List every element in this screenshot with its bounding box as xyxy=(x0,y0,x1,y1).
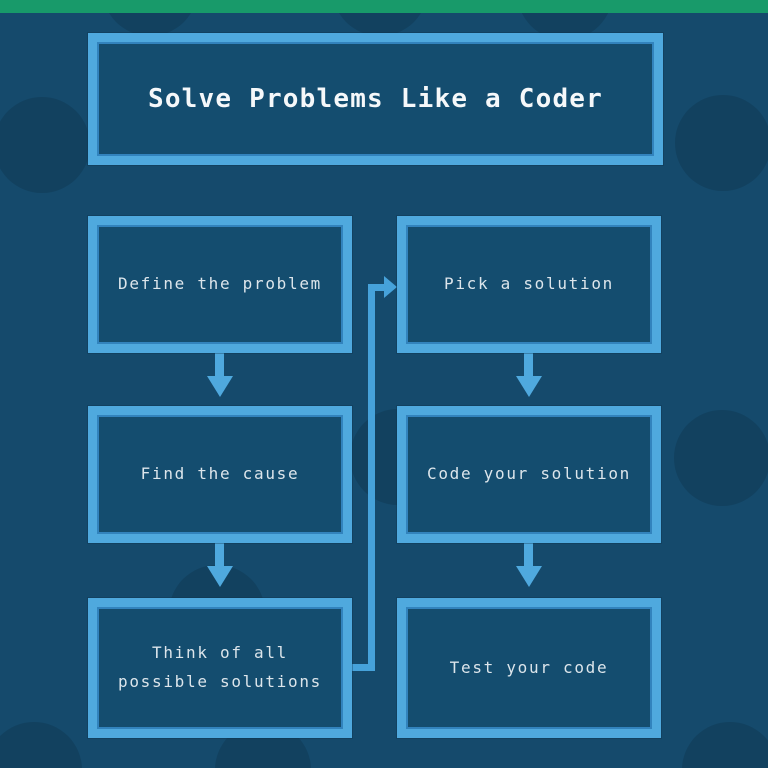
flow-box-label: Test your code xyxy=(449,657,609,677)
background-dot xyxy=(0,722,82,768)
down-arrow-stem xyxy=(524,353,533,377)
flow-box-label: Think of all possible solutions xyxy=(118,643,322,691)
down-arrow-head xyxy=(206,376,233,397)
title-box: Solve Problems Like a Coder xyxy=(88,33,663,165)
flow-box-code-your-solution: Code your solution xyxy=(397,406,661,543)
background-dot xyxy=(0,97,90,193)
down-arrow-head xyxy=(206,566,233,587)
flow-box-label: Pick a solution xyxy=(444,274,614,294)
flow-box-find-the-cause: Find the cause xyxy=(88,406,352,543)
connector-segment-bottom xyxy=(352,664,375,671)
background-dot xyxy=(674,410,768,506)
flow-box-label: Define the problem xyxy=(118,274,322,294)
connector-arrowhead-right-icon xyxy=(384,276,397,298)
flow-box-label: Find the cause xyxy=(140,464,300,484)
down-arrow-stem xyxy=(524,543,533,567)
down-arrow-head xyxy=(515,566,542,587)
flow-box-think-of-solutions: Think of all possible solutions xyxy=(88,598,352,738)
connector-segment-top xyxy=(368,284,385,291)
flow-box-define-the-problem: Define the problem xyxy=(88,216,352,353)
connector-segment-vertical xyxy=(368,284,375,671)
top-green-bar xyxy=(0,0,768,13)
flow-box-test-your-code: Test your code xyxy=(397,598,661,738)
page-title: Solve Problems Like a Coder xyxy=(147,84,604,114)
down-arrow-head xyxy=(515,376,542,397)
flow-box-label: Code your solution xyxy=(427,464,631,484)
down-arrow-stem xyxy=(215,353,224,377)
background-dot xyxy=(675,95,768,191)
background-dot xyxy=(682,722,768,768)
down-arrow-stem xyxy=(215,543,224,567)
flow-box-pick-a-solution: Pick a solution xyxy=(397,216,661,353)
